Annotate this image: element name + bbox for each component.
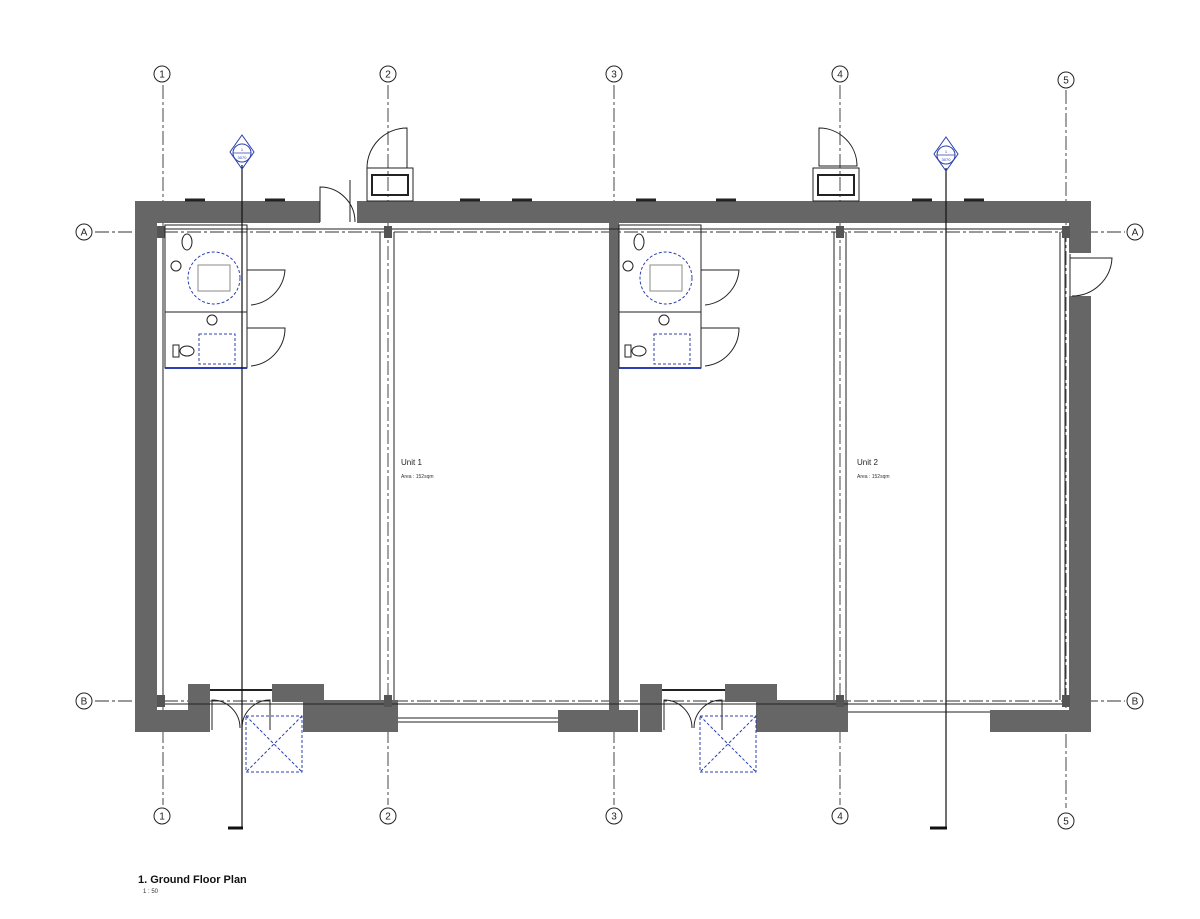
grid-label: 1 xyxy=(159,70,165,81)
section-sheet: 3070 xyxy=(238,155,248,160)
grid-label: 1 xyxy=(159,812,165,823)
grid-bubbles-bottom: 1 2 3 4 5 xyxy=(153,807,1075,830)
section-lines xyxy=(228,165,947,830)
section-number: 1 xyxy=(241,147,244,152)
grid-label: 3 xyxy=(611,70,617,81)
section-marker-2: 1 3070 xyxy=(933,136,959,172)
grid-bubbles-rows: A A B B xyxy=(75,223,1144,710)
room-label-unit-1: Unit 1 Area : 152sqm xyxy=(401,458,434,480)
grid-label: 2 xyxy=(385,812,391,823)
section-marker-1: 1 3070 xyxy=(229,134,255,170)
room-label-unit-2: Unit 2 Area : 152sqm xyxy=(857,458,890,480)
wc-block-unit-1 xyxy=(164,224,286,369)
doors-top xyxy=(319,127,860,223)
grid-label: B xyxy=(81,697,88,708)
plan-scale: 1 : 50 xyxy=(143,889,159,895)
grid-label: A xyxy=(81,228,88,239)
grid-label: A xyxy=(1132,228,1139,239)
section-sheet: 3070 xyxy=(942,157,952,162)
grid-label: 5 xyxy=(1063,817,1069,828)
grid-bubbles-top: 1 2 3 4 5 xyxy=(153,65,1075,89)
exterior-walls xyxy=(135,201,1091,732)
drawing-title: 1. Ground Floor Plan 1 : 50 xyxy=(138,874,247,895)
unit-name: Unit 2 xyxy=(857,458,878,467)
bottom-entrances xyxy=(211,699,757,773)
grid-label: 5 xyxy=(1063,76,1069,87)
wc-block-unit-2 xyxy=(618,224,740,369)
unit-name: Unit 1 xyxy=(401,458,422,467)
section-number: 1 xyxy=(945,149,948,154)
unit-area: Area : 152sqm xyxy=(857,474,890,480)
plan-title: 1. Ground Floor Plan xyxy=(138,874,247,886)
grid-label: 4 xyxy=(837,812,843,823)
grid-label: 4 xyxy=(837,70,843,81)
grid-label: 3 xyxy=(611,812,617,823)
grid-label: 2 xyxy=(385,70,391,81)
interior-lines xyxy=(157,198,1070,723)
unit-area: Area : 152sqm xyxy=(401,474,434,480)
grid-label: B xyxy=(1132,697,1139,708)
door-right xyxy=(1069,254,1113,297)
